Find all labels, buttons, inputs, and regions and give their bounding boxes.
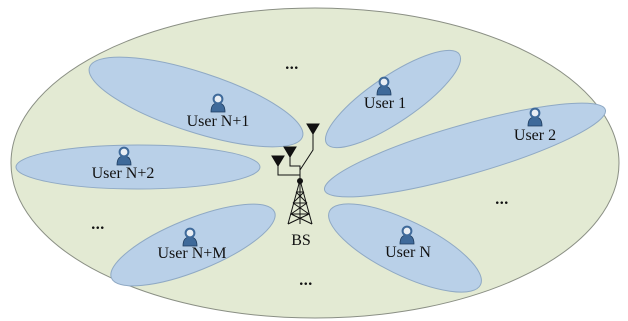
user-label: User N+1 xyxy=(187,113,250,130)
user-label: User 2 xyxy=(514,127,556,144)
user-icon xyxy=(116,146,132,166)
ellipsis-left: ... xyxy=(91,216,105,233)
user-icon xyxy=(527,107,543,127)
beam-user-n2 xyxy=(15,144,261,190)
base-station-label: BS xyxy=(291,232,311,249)
user-label: User 1 xyxy=(364,95,406,112)
user-label: User N xyxy=(385,244,431,261)
user-label: User N+2 xyxy=(92,165,155,182)
beam-user-2 xyxy=(323,102,607,198)
user-icon xyxy=(376,76,392,96)
ellipsis-right: ... xyxy=(495,191,509,208)
user-icon xyxy=(399,225,415,245)
user-label: User N+M xyxy=(157,245,226,262)
ellipsis-top: ... xyxy=(285,56,299,73)
beam-user-n1 xyxy=(88,56,304,148)
ellipsis-bottom: ... xyxy=(299,272,313,289)
user-icon xyxy=(210,93,226,113)
antenna-tower-icon xyxy=(271,123,320,225)
user-icon xyxy=(182,227,198,247)
beam-user-n xyxy=(328,203,482,293)
